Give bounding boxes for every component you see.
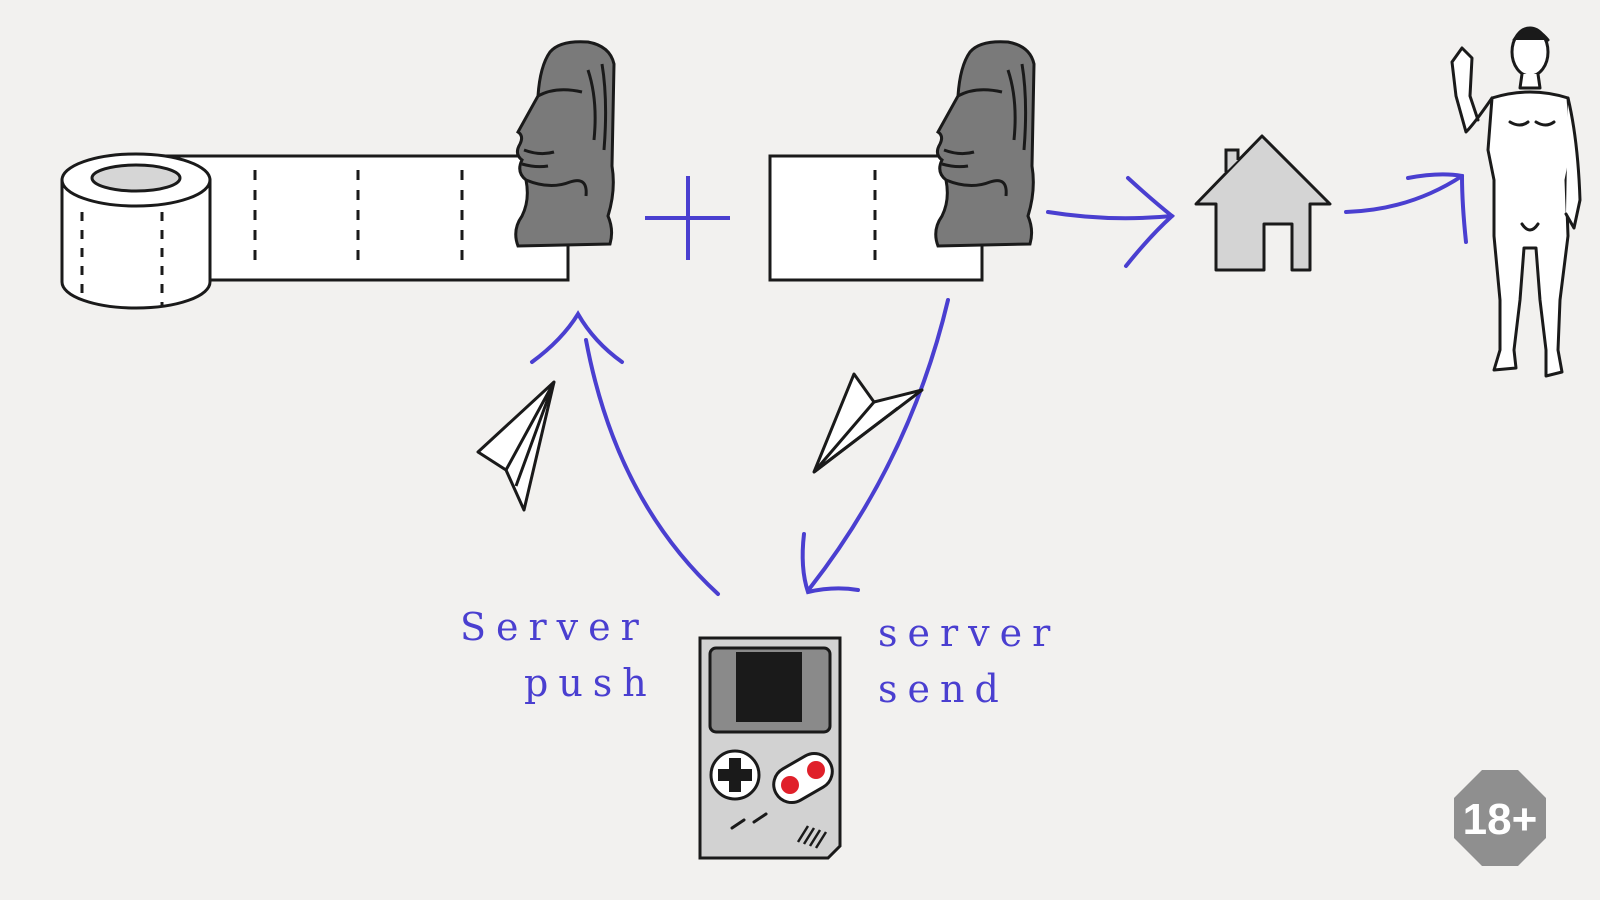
moai-head-icon [934,40,1036,248]
arrow-server-send [800,298,950,595]
arrow-to-figure [1344,172,1468,244]
toilet-roll-icon [60,178,212,310]
label-server-push-line1: Server [460,605,649,649]
console-screen [736,652,802,722]
dpad-icon [718,758,752,792]
age-badge-text: 18+ [1463,795,1538,844]
label-server-send-line1: server [878,611,1060,655]
toilet-roll-left [60,152,570,310]
speaker-grille [796,825,828,849]
roll-core [90,163,182,193]
house-icon [1194,134,1332,272]
statue-figure-icon [1450,26,1582,378]
button-b [807,761,825,779]
age-badge-icon: 18+ [1454,770,1546,866]
label-server-push-line2: push [524,661,657,705]
arrow-to-house [1046,176,1176,268]
arrow-server-push [530,310,720,596]
button-a [781,776,799,794]
game-console-icon [698,636,842,860]
paper-plane-icon [476,380,556,512]
plus-icon [645,176,730,260]
moai-head-icon [514,40,616,248]
paper-plane-icon [812,372,924,474]
label-server-send-line2: send [878,667,1009,711]
